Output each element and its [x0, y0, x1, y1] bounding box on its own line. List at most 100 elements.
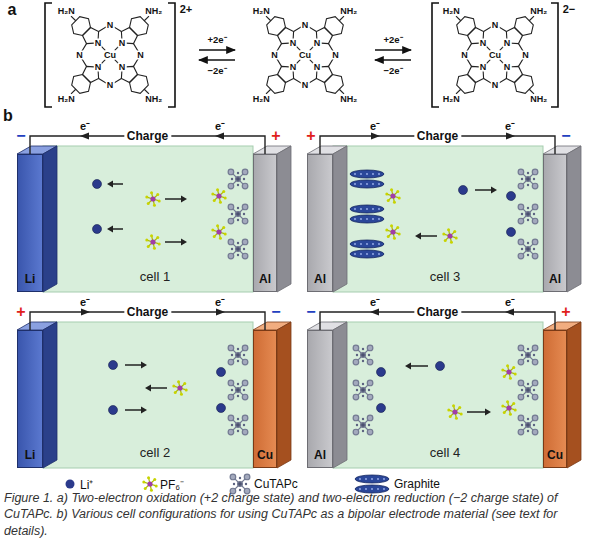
cutapc-icon: [228, 415, 248, 435]
p-atom: [216, 193, 221, 198]
f-atom: [156, 193, 159, 196]
nitrogen-atom: N: [106, 81, 115, 90]
nitrogen-atom: N: [94, 63, 103, 72]
f-atom: [385, 193, 388, 196]
f-atom: [144, 487, 147, 490]
graphite-layers: [350, 240, 384, 258]
cutapc-structure: [266, 16, 344, 94]
n-atom: [243, 424, 245, 426]
cu-atom: [526, 247, 531, 252]
electron-count: −2e⁻: [383, 66, 402, 76]
f-atom: [450, 241, 453, 244]
n-atom: [237, 172, 239, 174]
charge-state: 2−: [563, 4, 576, 15]
li-ion: [377, 368, 386, 377]
ring: [242, 204, 248, 210]
carbon-dot: [366, 183, 368, 185]
n-atom: [533, 424, 535, 426]
benzene-ring: [130, 75, 149, 94]
f-atom: [460, 412, 463, 415]
carbon-dot: [372, 243, 374, 245]
amino-bond: [266, 16, 271, 21]
ring: [242, 415, 248, 421]
n-atom: [362, 430, 364, 432]
carbon-dot: [371, 478, 373, 480]
ion-arrow: [467, 411, 487, 413]
polarity-sign: +: [305, 128, 316, 144]
pf6-ion: [172, 380, 187, 396]
nitrogen-atom: N: [491, 81, 500, 90]
cutapc-icon: [518, 380, 538, 400]
n-atom: [356, 389, 358, 391]
p-atom: [150, 239, 155, 244]
f-atom: [211, 193, 214, 196]
f-atom: [219, 237, 222, 240]
graphite-layers: [350, 205, 384, 223]
cell-drawing: [17, 322, 291, 468]
ring: [532, 204, 538, 210]
n-atom: [527, 219, 529, 221]
cell-label: cell 3: [347, 269, 543, 284]
ring: [228, 394, 234, 400]
n-atom: [237, 254, 239, 256]
polarity-sign: −: [15, 128, 26, 144]
ring: [518, 429, 524, 435]
graphene-sheet: [350, 180, 384, 188]
ring: [532, 359, 538, 365]
graphite-layers: [350, 170, 384, 188]
f-atom: [503, 375, 506, 378]
carbon-dot: [354, 173, 356, 175]
n-atom: [239, 477, 241, 479]
ring: [242, 239, 248, 245]
carbon-dot: [354, 208, 356, 210]
cell-drawing: [307, 322, 581, 468]
n-atom: [237, 219, 239, 221]
electrode-label: Cu: [254, 448, 276, 462]
ring: [518, 183, 524, 189]
carbon-dot: [372, 183, 374, 185]
carbon-dot: [366, 208, 368, 210]
n-atom: [239, 489, 241, 491]
f-atom: [387, 199, 390, 202]
ring: [228, 380, 234, 386]
cu-atom: [361, 388, 366, 393]
f-atom: [509, 377, 512, 380]
f-atom: [444, 239, 447, 242]
f-atom: [452, 404, 455, 407]
f-atom: [447, 228, 450, 231]
electrode-plate: Al: [253, 154, 277, 292]
legend-text: PF₆⁻: [160, 476, 184, 493]
pf6-ion: [142, 476, 157, 492]
n-atom: [521, 354, 523, 356]
ring: [532, 169, 538, 175]
n-atom: [533, 354, 535, 356]
carbon-dot: [360, 208, 362, 210]
nitrogen-atom: N: [118, 38, 127, 47]
f-atom: [506, 364, 509, 367]
arrow-head: [415, 233, 421, 240]
f-atom: [512, 402, 515, 405]
cu-atom: [526, 388, 531, 393]
electrolyte-region: cell 3: [347, 146, 543, 292]
cu-atom: [361, 353, 366, 358]
n-atom: [533, 213, 535, 215]
carbon-dot: [378, 173, 380, 175]
cutapc-icon: [228, 239, 248, 259]
cu-atom: [526, 423, 531, 428]
electrode-plate: Cu: [543, 330, 567, 468]
electron-label: e⁻: [214, 121, 226, 132]
carbon-dot: [360, 218, 362, 220]
cu-atom: [236, 423, 241, 428]
f-atom: [514, 408, 517, 411]
pf6-ion: [145, 191, 160, 207]
n-atom: [527, 383, 529, 385]
arrow-head: [145, 385, 151, 392]
nitrogen-atom: N: [106, 20, 115, 29]
charge-state: 2+: [180, 4, 193, 15]
n-atom: [527, 418, 529, 420]
electrode-plate: Li: [17, 154, 43, 292]
amino-bond: [456, 16, 461, 21]
electrode-side: [567, 322, 581, 468]
cu-atom: [236, 177, 241, 182]
